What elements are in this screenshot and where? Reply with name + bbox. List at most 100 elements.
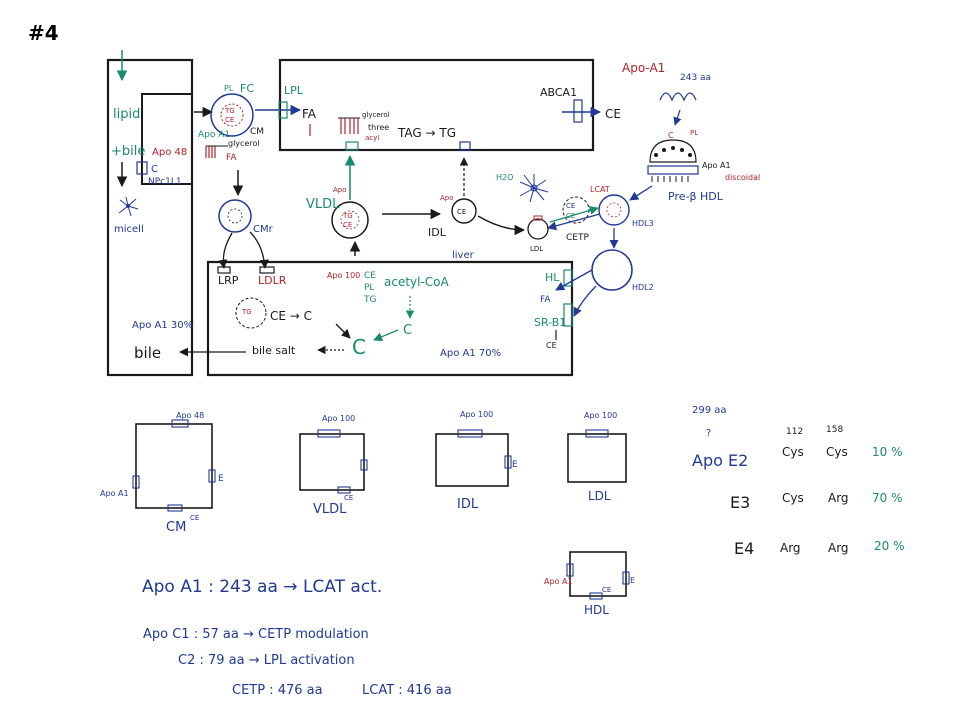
- apoe-row-name: Apo E2: [692, 451, 748, 470]
- stack-ce: CE: [364, 271, 376, 281]
- triglyceride-icon: [338, 117, 360, 134]
- apoe-row-name: E3: [730, 493, 750, 512]
- apoe-col-158: 158: [826, 425, 843, 435]
- particle-cm: Apo 48 Apo A1 E CE CM: [100, 411, 224, 535]
- discoidal-pl: PL: [690, 129, 698, 137]
- periphery-fa: FA: [302, 107, 317, 121]
- particle-hdl: Apo A1 E CE HDL: [544, 551, 635, 617]
- ldl-name: LDL: [588, 489, 611, 503]
- bile-salt-label: bile salt: [252, 344, 296, 357]
- periphery-acyl: acyl: [365, 134, 379, 142]
- hdl-apoa1-label: Apo A1: [544, 577, 573, 586]
- apoe-col-112: 112: [786, 427, 803, 437]
- note-c2: C2 : 79 aa → LPL activation: [178, 653, 355, 668]
- hdl3-label: HDL3: [632, 219, 654, 228]
- apoe-row-pct: 20 %: [874, 539, 905, 553]
- vldl-tg: TG: [342, 212, 353, 220]
- idl-label: IDL: [428, 226, 447, 239]
- apoe-row-pct: 70 %: [872, 491, 903, 505]
- apoe-row-name: E4: [734, 539, 754, 558]
- particle-ldl: Apo 100 LDL: [567, 411, 627, 503]
- discoidal-label: discoidal: [725, 173, 760, 182]
- micell-icon: [118, 196, 139, 217]
- stack-pl: PL: [364, 283, 374, 293]
- ce-to-c: CE → C: [270, 309, 312, 323]
- micelle-hdl-icon: [519, 174, 549, 203]
- vldl-idl-flow: VLDL Apo TG CE CE Apo IDL: [306, 141, 526, 256]
- periphery-box: LPL FA glycerol three acyl TAG → TG ABCA…: [255, 58, 621, 152]
- liver-tg-ce: TG: [241, 308, 252, 316]
- apoe-row-b: Arg: [828, 491, 849, 505]
- ldl-apo100-label: Apo 100: [584, 411, 617, 420]
- periphery-glycerol: glycerol: [362, 111, 390, 119]
- apoe-row-a: Cys: [782, 491, 804, 505]
- intestine-c: C: [151, 164, 158, 175]
- cmr-label: CMr: [253, 224, 274, 235]
- notes: Apo A1 : 243 aa → LCAT act. Apo C1 : 57 …: [142, 577, 452, 698]
- hdl-name: HDL: [584, 603, 609, 617]
- intestine-lipid: lipid: [113, 107, 140, 122]
- micell-label: micell: [114, 224, 144, 235]
- particle-vldl: Apo 100 CE VLDL: [299, 414, 368, 517]
- abca1-label: ABCA1: [540, 86, 577, 99]
- intestine-box: lipid +bile Apo 48 C NPc1L1 micell Apo A…: [106, 50, 194, 377]
- lcat-label: LCAT: [590, 185, 610, 194]
- liver-label: liver: [452, 250, 475, 261]
- apoe-row-pct: 10 %: [872, 445, 903, 459]
- note-cetp: CETP : 476 aa: [232, 683, 323, 698]
- stack-tg: TG: [363, 295, 376, 305]
- discoidal-hdl-icon: [647, 139, 699, 182]
- note-apoc1: Apo C1 : 57 aa → CETP modulation: [143, 627, 369, 642]
- cm-e-label: E: [218, 474, 224, 484]
- note-lcat: LCAT : 416 aa: [362, 683, 452, 698]
- intestine-npc1l1: NPc1L1: [148, 177, 182, 187]
- cm-ce: CE: [225, 116, 234, 124]
- ldlr-label: LDLR: [258, 274, 287, 287]
- idl-name: IDL: [457, 497, 479, 512]
- liver-box: liver LRP LDLR TG CE → C Apo 100 CE PL T…: [179, 250, 597, 377]
- intestine-bile-out: bile: [134, 344, 161, 362]
- apoe-row-a: Arg: [780, 541, 801, 555]
- apoe-table: 299 aa ? 112 158 Apo E2 Cys Cys 10 % E3 …: [692, 405, 905, 558]
- intestine-bile-in: +bile: [111, 144, 145, 159]
- vldl-ce-label: CE: [344, 494, 353, 502]
- liver-fa: FA: [540, 295, 551, 305]
- vldl-name: VLDL: [313, 502, 347, 517]
- cm-label: CM: [250, 127, 264, 137]
- periphery-three: three: [368, 123, 389, 132]
- intestine-apoa1-pct: Apo A1 30%: [132, 320, 193, 331]
- cm-apoa1-label: Apo A1: [100, 489, 129, 498]
- vldl-apo: Apo: [333, 186, 347, 194]
- note-apoa1: Apo A1 : 243 aa → LCAT act.: [142, 577, 382, 597]
- cm-apo48-label: Apo 48: [176, 411, 204, 420]
- cm-glycerol: glycerol: [228, 139, 260, 148]
- cm-ce-label: CE: [190, 514, 199, 522]
- chylomicron: PL FC TG CE CM Apo A1 glycerol FA CMr: [194, 82, 274, 269]
- cetp-ce-label: CE: [566, 202, 575, 210]
- apoe-row-a: Cys: [782, 445, 804, 459]
- liver-ce-out: CE: [546, 341, 557, 350]
- vldl-label: VLDL: [306, 197, 340, 212]
- cm-pl: PL: [224, 84, 234, 93]
- lrp-label: LRP: [218, 274, 239, 287]
- ldl-label: LDL: [530, 245, 543, 253]
- particle-idl: Apo 100 E IDL: [435, 410, 518, 512]
- lpl-label: LPL: [284, 84, 304, 97]
- apoe-row-b: Cys: [826, 445, 848, 459]
- apo100-label: Apo 100: [327, 271, 360, 280]
- idl-apo100-label: Apo 100: [460, 410, 493, 419]
- discoidal-c: C: [668, 131, 674, 140]
- idl-e-label: E: [512, 460, 518, 470]
- cm-fc: FC: [240, 82, 254, 95]
- hdl-e-label: E: [630, 576, 635, 585]
- discoidal-apoa1: Apo A1: [702, 161, 731, 170]
- liver-c1: C: [403, 323, 412, 338]
- liver-c2: C: [352, 335, 366, 359]
- acetyl-coa-label: acetyl-CoA: [384, 275, 450, 289]
- pre-beta-hdl-label: Pre-β HDL: [668, 190, 724, 203]
- apoe-aa: 299 aa: [692, 405, 727, 416]
- cetp-label: CETP: [566, 233, 589, 243]
- tag-to-tg: TAG → TG: [397, 126, 456, 140]
- cm-name: CM: [166, 520, 186, 535]
- idl-apo: Apo: [440, 194, 454, 202]
